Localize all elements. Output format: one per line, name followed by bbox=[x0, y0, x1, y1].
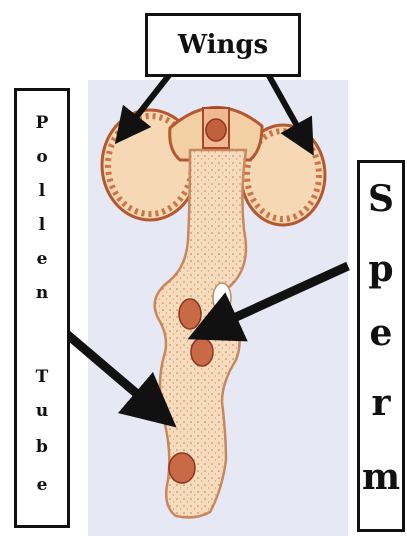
sperm-letter: e bbox=[360, 315, 402, 351]
pollen-tube-letter: l bbox=[17, 181, 67, 201]
sperm-letter: r bbox=[360, 385, 402, 421]
pollen-tube-letter: e bbox=[17, 249, 67, 269]
tube-nucleus bbox=[169, 453, 195, 483]
sperm-letter: S bbox=[360, 181, 402, 217]
pollen-tube-letter: l bbox=[17, 215, 67, 235]
sperm-label-box: S p e r m bbox=[357, 160, 405, 532]
pollen-tube-label-box: P o l l e n T u b e bbox=[14, 88, 70, 528]
wings-label: Wings bbox=[148, 30, 298, 60]
sperm-nucleus bbox=[179, 299, 201, 329]
pollen-tube-letter: P bbox=[17, 113, 67, 133]
pollen-tube-letter: o bbox=[17, 147, 67, 167]
sperm-nucleus bbox=[191, 338, 213, 366]
pollen-tube-letter: T bbox=[17, 367, 67, 387]
pollen-tube-letter: e bbox=[17, 475, 67, 495]
pollen-tube-letter: u bbox=[17, 401, 67, 421]
wings-label-box: Wings bbox=[145, 13, 301, 77]
sperm-letter: m bbox=[360, 459, 402, 495]
sperm-letter: p bbox=[360, 251, 402, 287]
pollen-tube-letter: b bbox=[17, 437, 67, 457]
pollen-tube-letter: n bbox=[17, 283, 67, 303]
